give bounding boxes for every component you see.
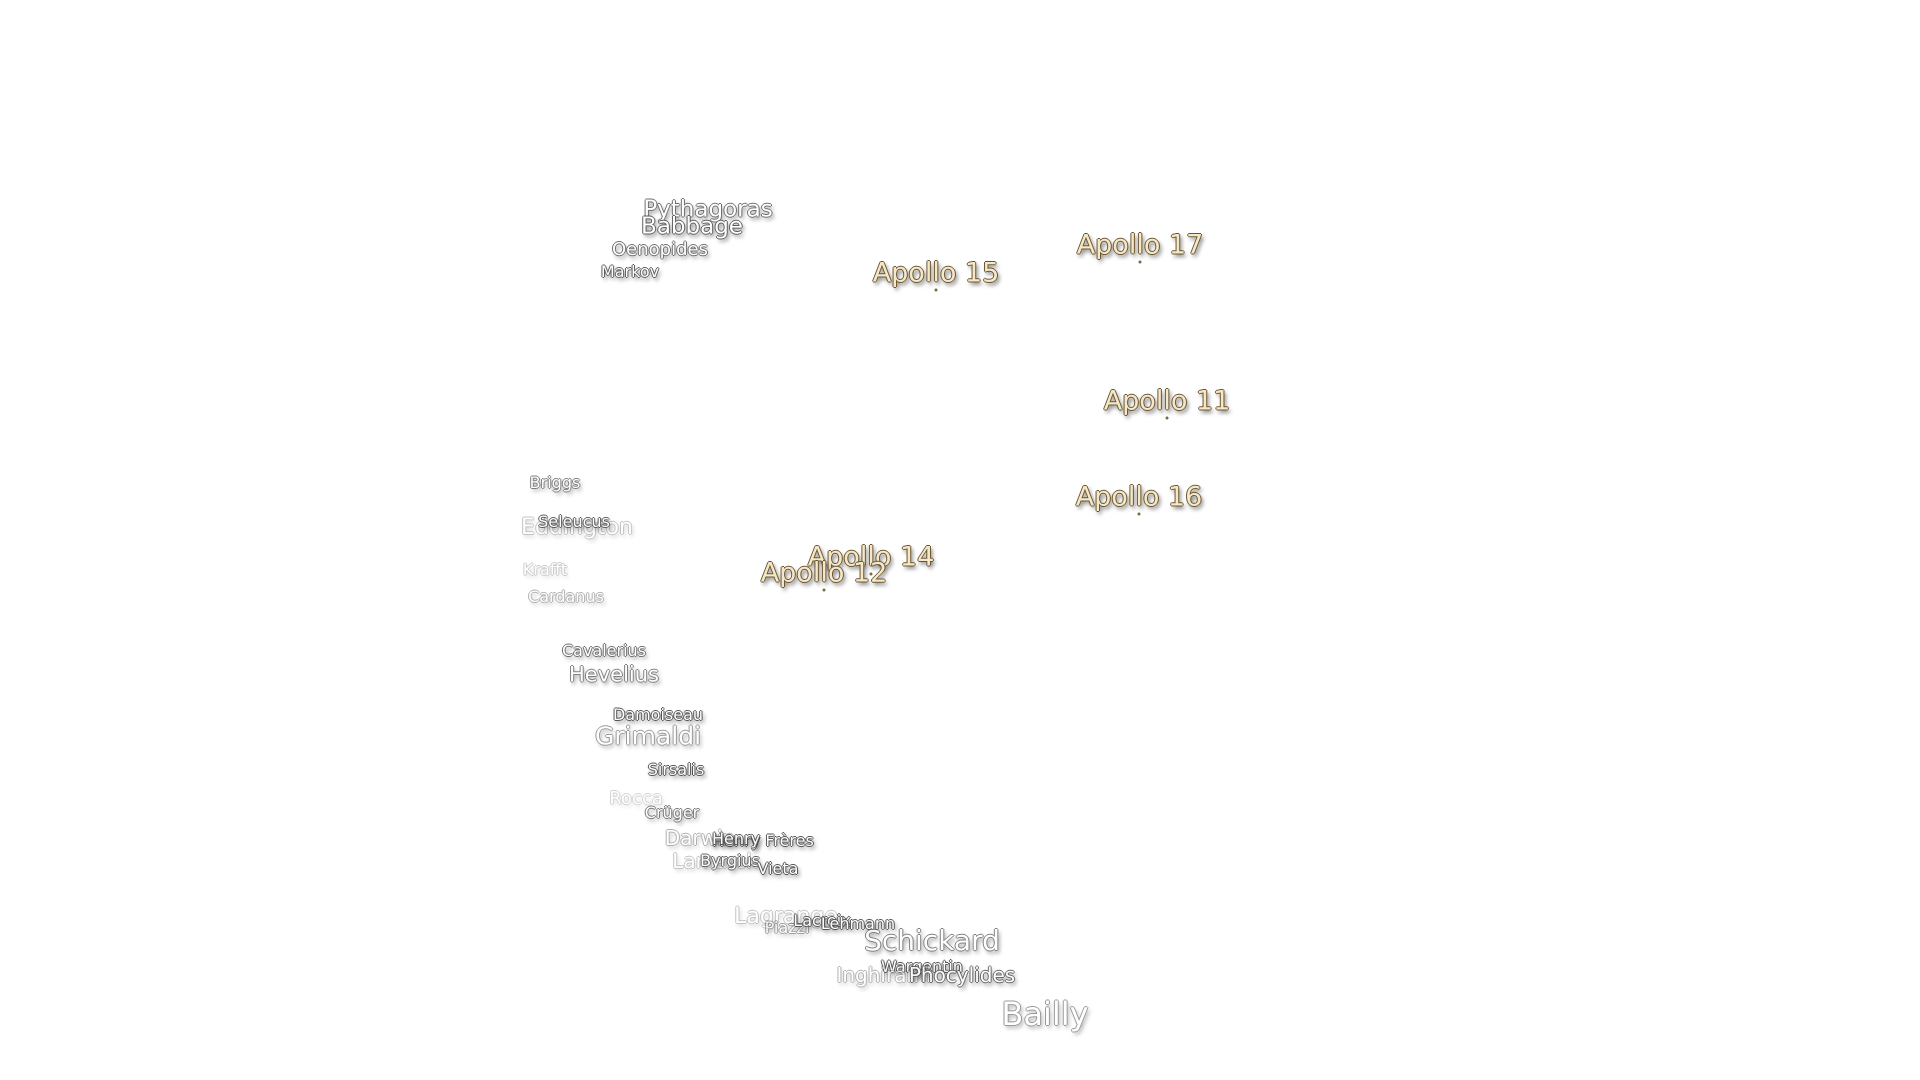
crater-label-rocca[interactable]: Rocca <box>609 788 663 809</box>
crater-label-lacroix[interactable]: Lacroix <box>793 911 851 930</box>
apollo-14-marker[interactable] <box>869 572 873 576</box>
crater-label-piazzi[interactable]: Piazzi <box>764 918 810 937</box>
apollo-12-label[interactable]: Apollo 12 <box>760 557 888 589</box>
apollo-17-marker[interactable] <box>1138 260 1142 264</box>
crater-label-wargentin[interactable]: Wargentin <box>881 957 963 976</box>
apollo-11-label[interactable]: Apollo 11 <box>1103 385 1231 417</box>
crater-label-eddington[interactable]: Eddington <box>521 515 633 540</box>
crater-label-darwin[interactable]: Darwin <box>664 826 736 850</box>
crater-label-lagrange[interactable]: Lagrange <box>734 904 838 929</box>
apollo-14-label[interactable]: Apollo 14 <box>807 541 935 573</box>
crater-label-lamarck[interactable]: Lamarck <box>672 849 758 873</box>
crater-label-cavalerius[interactable]: Cavalerius <box>561 641 647 660</box>
crater-label-phocylides[interactable]: Phocylides <box>908 963 1016 987</box>
crater-label-grimaldi[interactable]: Grimaldi <box>594 721 702 751</box>
crater-label-seleucus[interactable]: Seleucus <box>538 512 610 531</box>
crater-label-henry[interactable]: Henry <box>711 829 761 848</box>
crater-label-vieta[interactable]: Vieta <box>757 859 799 878</box>
crater-label-byrgius[interactable]: Byrgius <box>700 851 760 870</box>
crater-label-sirsalis[interactable]: Sirsalis <box>647 760 705 779</box>
apollo-17-label[interactable]: Apollo 17 <box>1076 229 1204 261</box>
crater-label-markov[interactable]: Markov <box>600 262 660 281</box>
crater-label-bailly[interactable]: Bailly <box>1001 995 1089 1033</box>
apollo-16-marker[interactable] <box>1137 512 1141 516</box>
crater-label-krafft[interactable]: Krafft <box>522 560 568 579</box>
crater-label-cruger[interactable]: Crüger <box>644 803 700 822</box>
apollo-15-marker[interactable] <box>934 288 938 292</box>
crater-label-pythagoras[interactable]: Pythagoras <box>643 196 773 223</box>
crater-label-cardanus[interactable]: Cardanus <box>528 587 604 606</box>
apollo-15-label[interactable]: Apollo 15 <box>872 257 1000 289</box>
crater-label-inghirami[interactable]: Inghirami <box>836 963 932 987</box>
crater-label-lehmann[interactable]: Lehmann <box>820 914 896 933</box>
crater-label-hevelius[interactable]: Hevelius <box>569 662 659 687</box>
crater-label-babbage[interactable]: Babbage <box>641 213 743 240</box>
apollo-16-label[interactable]: Apollo 16 <box>1075 481 1203 513</box>
apollo-11-marker[interactable] <box>1165 416 1169 420</box>
crater-label-henry-freres[interactable]: Henry Frères <box>712 831 814 850</box>
crater-label-damoiseau[interactable]: Damoiseau <box>612 705 704 724</box>
apollo-12-marker[interactable] <box>822 588 826 592</box>
crater-label-oenopides[interactable]: Oenopides <box>612 239 708 260</box>
crater-label-schickard[interactable]: Schickard <box>864 924 1000 957</box>
crater-label-briggs[interactable]: Briggs <box>529 473 581 492</box>
